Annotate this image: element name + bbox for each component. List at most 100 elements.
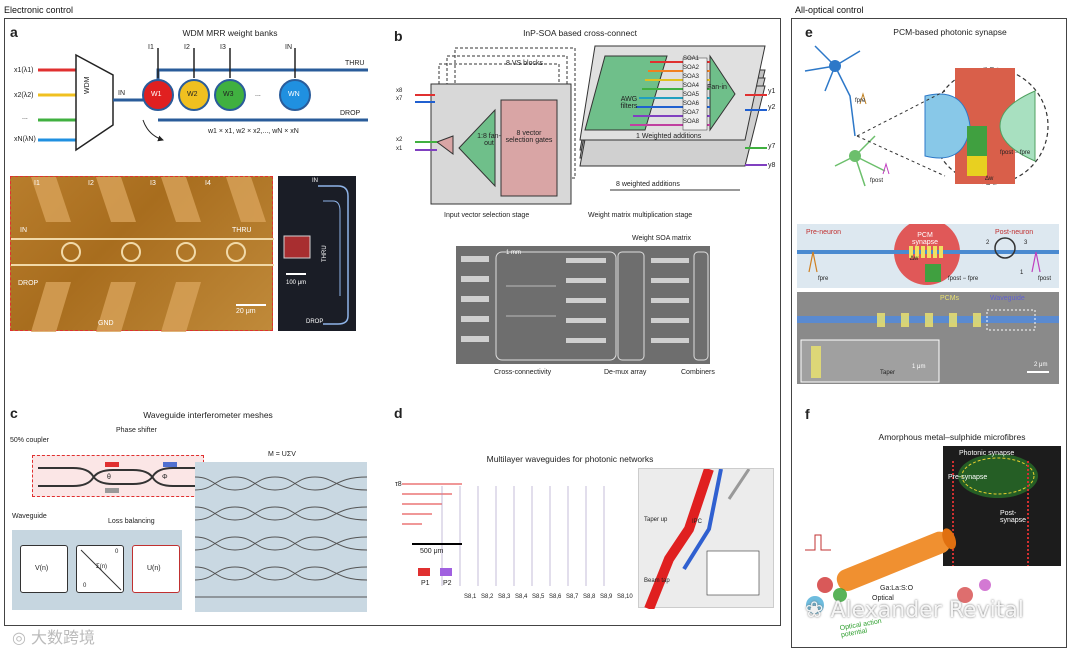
panel-a-title: WDM MRR weight banks bbox=[182, 28, 278, 38]
coupler-label: 50% coupler bbox=[10, 437, 49, 444]
chip-in: IN bbox=[312, 178, 318, 184]
pre-neuron-label: Pre-neuron bbox=[806, 229, 842, 236]
chip-drop: DROP bbox=[306, 319, 324, 325]
photonic-synapse-image bbox=[943, 446, 1061, 566]
s-label-5: S8,5 bbox=[532, 594, 545, 600]
fpre-mid: fpre bbox=[818, 276, 829, 282]
demux-label: De-mux array bbox=[604, 369, 647, 376]
s-label-1: S8,1 bbox=[464, 594, 477, 600]
fanin-label: Fan-in bbox=[707, 84, 727, 91]
chip-thru: THRU bbox=[322, 245, 328, 262]
awg-label: AWG filters bbox=[620, 96, 638, 110]
current-i3: I3 bbox=[220, 44, 226, 51]
input-x1: x1 bbox=[396, 146, 403, 152]
mrr-micrograph bbox=[10, 176, 274, 332]
stage2-label: Weight matrix multiplication stage bbox=[588, 212, 693, 219]
ring-label-w1: W1 bbox=[151, 91, 162, 98]
watermark-right-text: Alexander Revital bbox=[830, 598, 1024, 623]
pcm-sem-image bbox=[797, 292, 1059, 384]
micro-thru: THRU bbox=[232, 227, 252, 234]
soa-list: SOA1 SOA2 SOA3 SOA4 SOA5 SOA6 SOA7 SOA8 bbox=[683, 56, 707, 128]
wechat-icon: ❀ bbox=[805, 598, 831, 623]
mzi-unit bbox=[32, 455, 204, 497]
pcms-label: PCMs bbox=[940, 295, 960, 302]
s-label-6: S8,6 bbox=[549, 594, 562, 600]
panel-a-schematic bbox=[38, 48, 368, 152]
synapse-illustration bbox=[804, 45, 1049, 187]
gates-label: 8 vector selection gates bbox=[505, 130, 553, 144]
mm-scale: 1 mm bbox=[506, 250, 521, 256]
svd-equation: M = UΣV bbox=[268, 451, 296, 458]
header-all-optical-control: All-optical control bbox=[795, 5, 864, 15]
synapse-label: Synapse bbox=[985, 52, 1013, 59]
micro-i3: I3 bbox=[150, 180, 156, 187]
taper-up-label: Taper up bbox=[644, 517, 668, 523]
micro-i2: I2 bbox=[88, 180, 94, 187]
fpost-top: fpost bbox=[870, 178, 884, 184]
current-in: IN bbox=[285, 44, 292, 51]
s-label-7: S8,7 bbox=[566, 594, 579, 600]
output-y2: y2 bbox=[768, 104, 776, 111]
diff-top: fpost − fpre bbox=[1000, 150, 1031, 156]
sigma-block-label: Σ(n) bbox=[96, 564, 108, 570]
pcm-synapse-label: PCM synapse bbox=[911, 232, 939, 246]
soa-4: SOA4 bbox=[683, 83, 700, 89]
tau-label: τ8 bbox=[395, 481, 402, 488]
panel-b-label: b bbox=[394, 28, 403, 44]
s-label-9: S8,9 bbox=[600, 594, 613, 600]
mesh-grid bbox=[194, 462, 368, 612]
ring-w2 bbox=[178, 79, 210, 111]
multilayer-waveguides bbox=[402, 476, 632, 586]
panel-d-title: Multilayer waveguides for photonic netwo… bbox=[486, 454, 654, 464]
soa-6: SOA6 bbox=[683, 101, 700, 107]
weighted-8-label: 8 weighted additions bbox=[616, 181, 680, 188]
ring-w1 bbox=[142, 79, 174, 111]
micro-i1: I1 bbox=[34, 180, 40, 187]
port-3: 3 bbox=[1024, 240, 1028, 246]
input-label-x1: x1(λ1) bbox=[14, 67, 34, 74]
fpre-top: fpre bbox=[855, 98, 866, 104]
micro-gnd: GND bbox=[98, 320, 114, 327]
input-x8: x8 bbox=[396, 88, 403, 94]
dw-top: Δw bbox=[985, 176, 994, 182]
output-y7: y7 bbox=[768, 143, 776, 150]
fpost-mid: fpost bbox=[1038, 276, 1052, 282]
pre-synapse-label: Pre-synapse bbox=[948, 474, 988, 481]
ring-label-wn: WN bbox=[288, 91, 300, 98]
dw-mid: Δw bbox=[910, 256, 919, 262]
s-label-10: S8,10 bbox=[617, 594, 633, 600]
panel-c-title: Waveguide interferometer meshes bbox=[143, 410, 273, 420]
matrix-title: Weight SOA matrix bbox=[632, 235, 692, 242]
port-2: 2 bbox=[986, 240, 990, 246]
waveguide-label: Waveguide bbox=[12, 513, 47, 520]
sigma-zero-top: 0 bbox=[115, 549, 119, 555]
fanout-label: 1:8 fan-out bbox=[477, 133, 501, 147]
panel-d-label: d bbox=[394, 405, 403, 421]
micro-i4: I4 bbox=[205, 180, 211, 187]
cross-connectivity-label: Cross-connectivity bbox=[494, 369, 552, 376]
panel-e-title: PCM-based photonic synapse bbox=[893, 27, 1007, 37]
chip-scale: 100 μm bbox=[286, 280, 307, 286]
watermark-left: ◎ 大数跨境 bbox=[12, 624, 95, 648]
legend-p1-label: P1 bbox=[421, 580, 430, 587]
legend-p2-swatch bbox=[440, 568, 452, 576]
panel-c-label: c bbox=[10, 405, 18, 421]
port-1: 1 bbox=[1020, 270, 1024, 276]
output-y8: y8 bbox=[768, 162, 776, 169]
s-label-4: S8,4 bbox=[515, 594, 528, 600]
panel-b-schematic bbox=[415, 45, 767, 205]
beam-tap-label: Beam tap bbox=[644, 578, 670, 584]
ring-label-w2: W2 bbox=[187, 91, 198, 98]
drop-label: DROP bbox=[340, 110, 361, 117]
input-label-xn: xN(λN) bbox=[14, 136, 36, 143]
micro-scale: 20 μm bbox=[236, 308, 256, 315]
legend-p1-swatch bbox=[418, 568, 430, 576]
ring-w3 bbox=[214, 79, 246, 111]
soa-7: SOA7 bbox=[683, 110, 700, 116]
v-block-label: V(n) bbox=[35, 565, 49, 572]
watermark-left-text: 大数跨境 bbox=[31, 628, 96, 647]
s-label-3: S8,3 bbox=[498, 594, 511, 600]
panel-e-label: e bbox=[805, 24, 813, 40]
weighted-sum-equation: w1 × x1, w2 × x2,..., wN × xN bbox=[208, 128, 299, 135]
phase-shifter-label: Phase shifter bbox=[116, 427, 157, 434]
